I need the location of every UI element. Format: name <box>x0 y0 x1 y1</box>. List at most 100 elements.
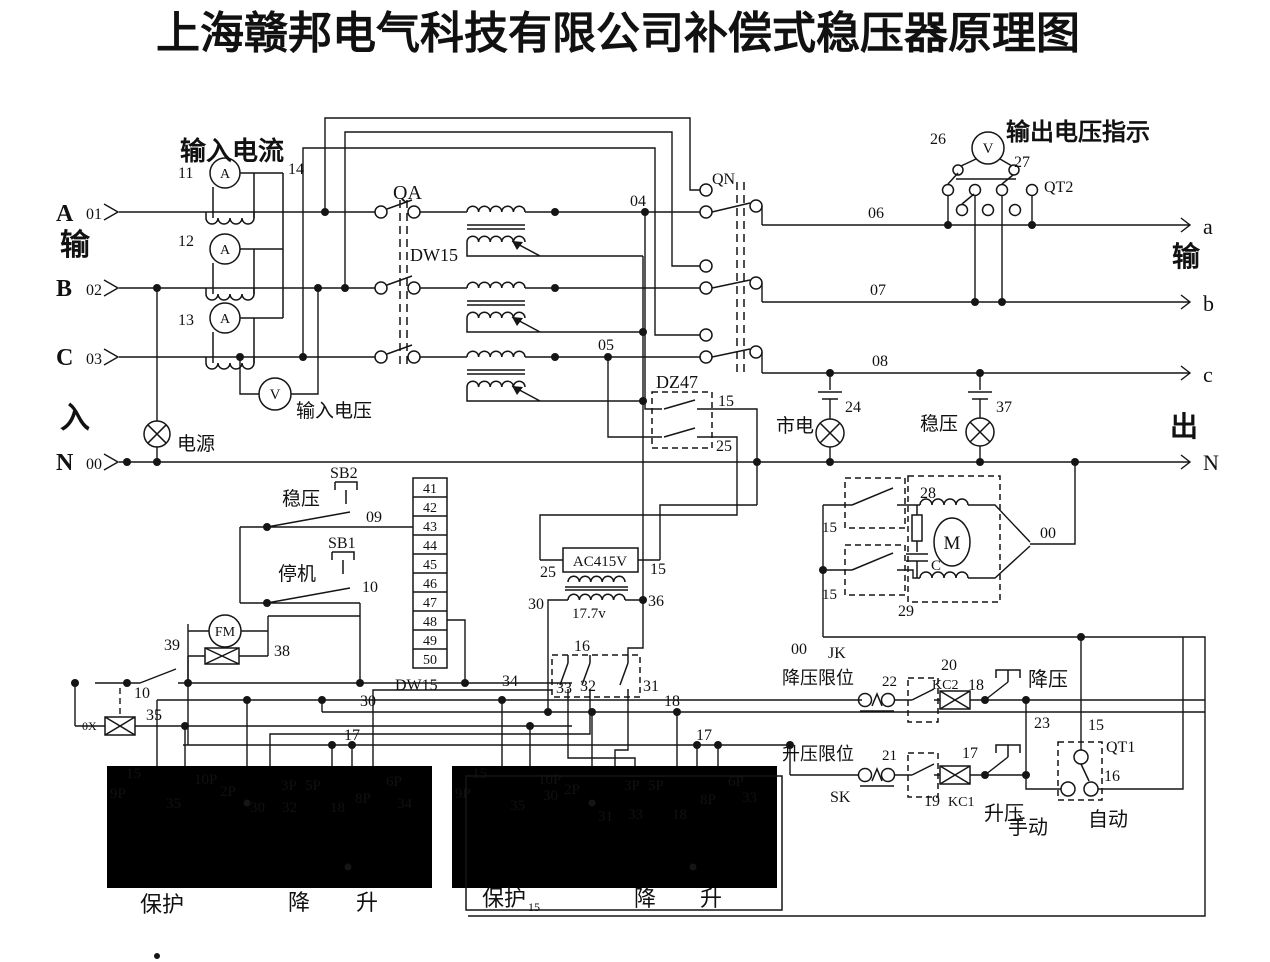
wire-15-tx-label: 15 <box>650 561 666 578</box>
wire-17-bus2-label: 17 <box>696 727 712 744</box>
input-word-1: 输 <box>60 229 91 262</box>
p1-32: 32 <box>282 800 297 816</box>
wire-01-label: 01 <box>86 206 102 223</box>
wire-06-label: 06 <box>868 205 884 222</box>
strip-cell: 46 <box>423 577 437 592</box>
wire-14-label: 14 <box>288 161 304 178</box>
strip-cell: 50 <box>423 653 437 668</box>
wire-36-label: 36 <box>648 593 664 610</box>
motor-drive-unit <box>844 475 1001 603</box>
qt2-label: QT2 <box>1044 179 1073 196</box>
input-word-2: 入 <box>60 402 90 435</box>
p2-protect-label: 保护 <box>482 886 526 911</box>
wire-38-label: 38 <box>274 643 290 660</box>
p2-10p: 10P <box>538 772 561 788</box>
mains-lamp-label: 市电 <box>776 415 814 437</box>
kc2-branch <box>857 669 1021 723</box>
wire-21-label: 21 <box>882 748 897 764</box>
wire-02-label: 02 <box>86 282 102 299</box>
wire-09-label: 09 <box>366 509 382 526</box>
p2-9p: 9P <box>455 786 471 802</box>
p2-5p: 5P <box>648 778 664 794</box>
qa-model-label: DW15 <box>410 245 458 265</box>
p1-5p: 5P <box>305 778 321 794</box>
ammeter-1-icon: A <box>220 167 231 182</box>
input-voltmeter <box>258 377 292 411</box>
wire-00-jk-label: 00 <box>791 641 807 658</box>
input-current-title: 输入电流 <box>180 136 284 166</box>
sb2-label: SB2 <box>330 465 358 482</box>
motor-icon: M <box>944 533 961 554</box>
wire-23-label: 23 <box>1034 715 1050 732</box>
strip-cell: 44 <box>423 539 437 554</box>
p2-up-label: 升 <box>700 886 722 911</box>
wire-15-contact2-label: 15 <box>822 587 837 603</box>
sk-label: SK <box>830 789 851 806</box>
wire-04-label: 04 <box>630 193 646 210</box>
up-button-label: 升压 <box>984 802 1024 825</box>
dz47-breaker <box>651 391 713 449</box>
wire-30-tx-label: 30 <box>528 596 544 613</box>
capacitor-label: C <box>931 558 941 574</box>
sb2-button <box>334 481 358 504</box>
wire-03-label: 03 <box>86 351 102 368</box>
wire-00-motor-label: 00 <box>1040 525 1056 542</box>
panel-protect-down-up-2 <box>452 766 783 911</box>
contact-32-label: 32 <box>580 678 596 695</box>
p1-15: 15 <box>126 766 141 782</box>
p1-18: 18 <box>330 800 345 816</box>
phase-b-out-label: b <box>1203 291 1214 316</box>
sb2-function-label: 稳压 <box>282 488 320 510</box>
strip-cell: 49 <box>423 634 437 649</box>
p2-2p: 2P <box>564 782 580 798</box>
p2-8p: 8P <box>700 792 716 808</box>
junction-dots <box>71 208 1085 959</box>
phase-b-label: B <box>56 276 72 302</box>
wire-39-label: 39 <box>164 637 180 654</box>
wire-19-label: 19 <box>924 793 940 810</box>
qn-bypass-switch <box>699 182 763 372</box>
wire-25-tx-label: 25 <box>540 564 556 581</box>
p2-18: 18 <box>672 807 687 823</box>
strip-cell: 42 <box>423 501 437 516</box>
p1-2p: 2P <box>220 784 236 800</box>
p1-10p: 10P <box>194 772 217 788</box>
contact-33-label: 33 <box>556 680 572 697</box>
wire-22-label: 22 <box>882 674 897 690</box>
lamp-37-label: 37 <box>996 399 1012 416</box>
up-limit-label: 升压限位 <box>782 744 854 764</box>
wire-18-btn-label: 18 <box>968 677 984 694</box>
qt1-label: QT1 <box>1106 739 1135 756</box>
p1-34: 34 <box>397 796 413 812</box>
input-voltmeter-icon: V <box>270 387 281 403</box>
wire-34-label: 34 <box>502 673 518 690</box>
strip-cell: 47 <box>423 596 437 611</box>
p1-35: 35 <box>166 796 181 812</box>
output-word-2: 出 <box>1170 411 1198 443</box>
wire-27-label: 27 <box>1014 154 1030 171</box>
p2-33b: 33 <box>742 790 757 806</box>
ct-13-label: 13 <box>178 312 194 329</box>
sb1-function-label: 停机 <box>278 563 316 585</box>
kc1-label: KC1 <box>948 795 974 810</box>
regulating-transformers <box>466 205 541 402</box>
p1-8p: 8P <box>355 791 371 807</box>
p1-down-label: 降 <box>288 890 310 915</box>
wire-20-label: 20 <box>941 657 957 674</box>
jk-label: JK <box>828 645 846 662</box>
fan-motor <box>204 614 242 665</box>
p2-6p: 6P <box>728 774 744 790</box>
p2-3p: 3P <box>624 778 640 794</box>
manual-label: 手动 <box>1008 816 1048 839</box>
wire-00-label: 00 <box>86 456 102 473</box>
phase-a-label: A <box>56 201 74 227</box>
coil-0x-label: 0X <box>82 719 97 733</box>
control-transformer <box>540 547 660 601</box>
neutral-label: N <box>56 450 74 476</box>
sb1-label: SB1 <box>328 535 356 552</box>
wire-35-label: 35 <box>146 707 162 724</box>
relay-16 <box>551 654 641 698</box>
strip-cell: 48 <box>423 615 437 630</box>
